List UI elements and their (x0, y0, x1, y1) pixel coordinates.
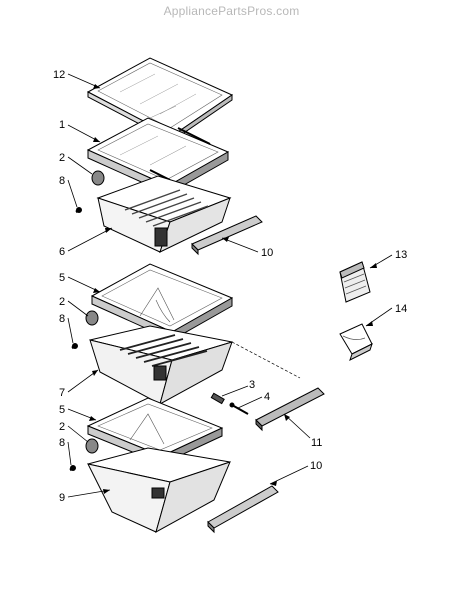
leader-arrowheads (89, 84, 377, 494)
callout-9: 9 (59, 492, 65, 504)
part-11-drawer-rail[interactable] (255, 387, 325, 432)
callout-labels: 12 1 2 8 6 10 5 2 8 7 3 4 11 5 2 8 9 10 … (53, 69, 407, 504)
part-8-screw-top[interactable] (75, 207, 82, 214)
callout-4: 4 (264, 391, 270, 403)
callout-13: 13 (395, 249, 407, 261)
part-2-cap-middle[interactable] (85, 310, 99, 326)
part-6-crisper-drawer[interactable] (96, 175, 232, 253)
callout-10: 10 (310, 460, 322, 472)
part-4-pin[interactable] (229, 402, 249, 415)
part-7-drawer-middle[interactable] (89, 325, 233, 406)
part-2-cap-top[interactable] (91, 170, 105, 186)
callout-2: 2 (59, 296, 65, 308)
part-8-screw-bottom[interactable] (69, 465, 76, 472)
callout-1: 1 (59, 119, 65, 131)
part-9-drawer-bottom[interactable] (87, 447, 231, 534)
callout-11: 11 (311, 437, 322, 449)
callout-2: 2 (59, 421, 65, 433)
callout-10: 10 (261, 247, 273, 259)
watermark: AppliancePartsPros.com (163, 4, 300, 18)
callout-14: 14 (395, 303, 407, 315)
callout-5: 5 (59, 404, 65, 416)
callout-3: 3 (249, 379, 255, 391)
part-13-filter[interactable] (339, 261, 371, 303)
callout-8: 8 (59, 437, 65, 449)
callout-7: 7 (59, 387, 65, 399)
part-8-screw-middle[interactable] (71, 343, 78, 350)
callout-12: 12 (53, 69, 65, 81)
callout-2: 2 (59, 152, 65, 164)
part-10-drawer-trim-top[interactable] (191, 215, 263, 256)
part-3-clip[interactable] (210, 392, 225, 405)
part-2-cap-bottom[interactable] (85, 438, 99, 454)
callout-8: 8 (59, 175, 65, 187)
part-14-bin[interactable] (339, 323, 373, 361)
callout-6: 6 (59, 246, 65, 258)
callout-8: 8 (59, 313, 65, 325)
callout-5: 5 (59, 272, 65, 284)
part-10-drawer-trim-bottom[interactable] (207, 485, 279, 534)
